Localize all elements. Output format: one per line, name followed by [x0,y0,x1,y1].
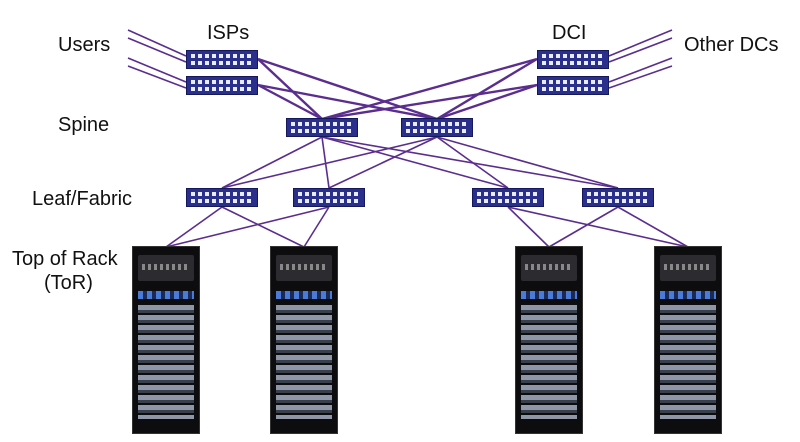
spine-switch-2 [401,118,473,137]
spine-switch-1 [286,118,358,137]
tor-label-line1: Top of Rack [12,248,118,270]
leaf-tor-link [548,206,619,248]
dci-spine-link [436,57,538,121]
leaf-switch-4 [582,188,654,207]
dci-switch-2 [537,76,609,95]
other-dcs-label: Other DCs [684,34,779,56]
other-dc-link [608,29,673,57]
leaf-tor-link [165,206,330,248]
users-link [127,57,187,83]
users-label: Users [58,34,111,56]
spine-leaf-link [321,136,509,189]
spine-leaf-link [221,136,323,189]
leaf-tor-link [617,206,689,248]
other-dc-link [608,37,673,63]
leaf-tor-link [507,206,689,248]
spine-leaf-link [328,136,438,189]
isp-spine-link [257,83,323,121]
other-dc-link [608,57,673,83]
other-dc-link [608,65,673,89]
tor-rack-3 [515,246,583,434]
dci-switch-1 [537,50,609,69]
leaf-tor-link [221,206,305,248]
dci-spine-link [436,83,538,121]
spine-leaf-link [436,136,509,189]
leaf-tor-link [303,206,330,248]
users-link [127,65,187,89]
users-link [127,29,187,57]
dci-spine-link [321,57,538,121]
spine-leaf-link [221,136,438,189]
isp-spine-link [257,83,438,121]
isp-spine-link [257,58,323,120]
spine-leaf-link [321,136,330,189]
leaf-switch-3 [472,188,544,207]
isp-switch-1 [186,50,258,69]
spine-leaf-link [436,136,619,189]
tor-rack-4 [654,246,722,434]
isps-label: ISPs [207,22,250,44]
tor-rack-1 [132,246,200,434]
dci-spine-link [321,83,538,121]
leaf-tor-link [165,206,223,248]
leaf-tor-link [507,206,550,248]
isp-spine-link [257,57,438,121]
spine-label: Spine [58,114,110,136]
dci-label: DCI [552,22,587,44]
leaf-fabric-label: Leaf/Fabric [32,188,133,210]
users-link [127,37,187,63]
tor-rack-2 [270,246,338,434]
leaf-switch-1 [186,188,258,207]
isp-switch-2 [186,76,258,95]
spine-leaf-link [321,136,619,189]
leaf-switch-2 [293,188,365,207]
tor-label-line2: (ToR) [44,272,93,294]
